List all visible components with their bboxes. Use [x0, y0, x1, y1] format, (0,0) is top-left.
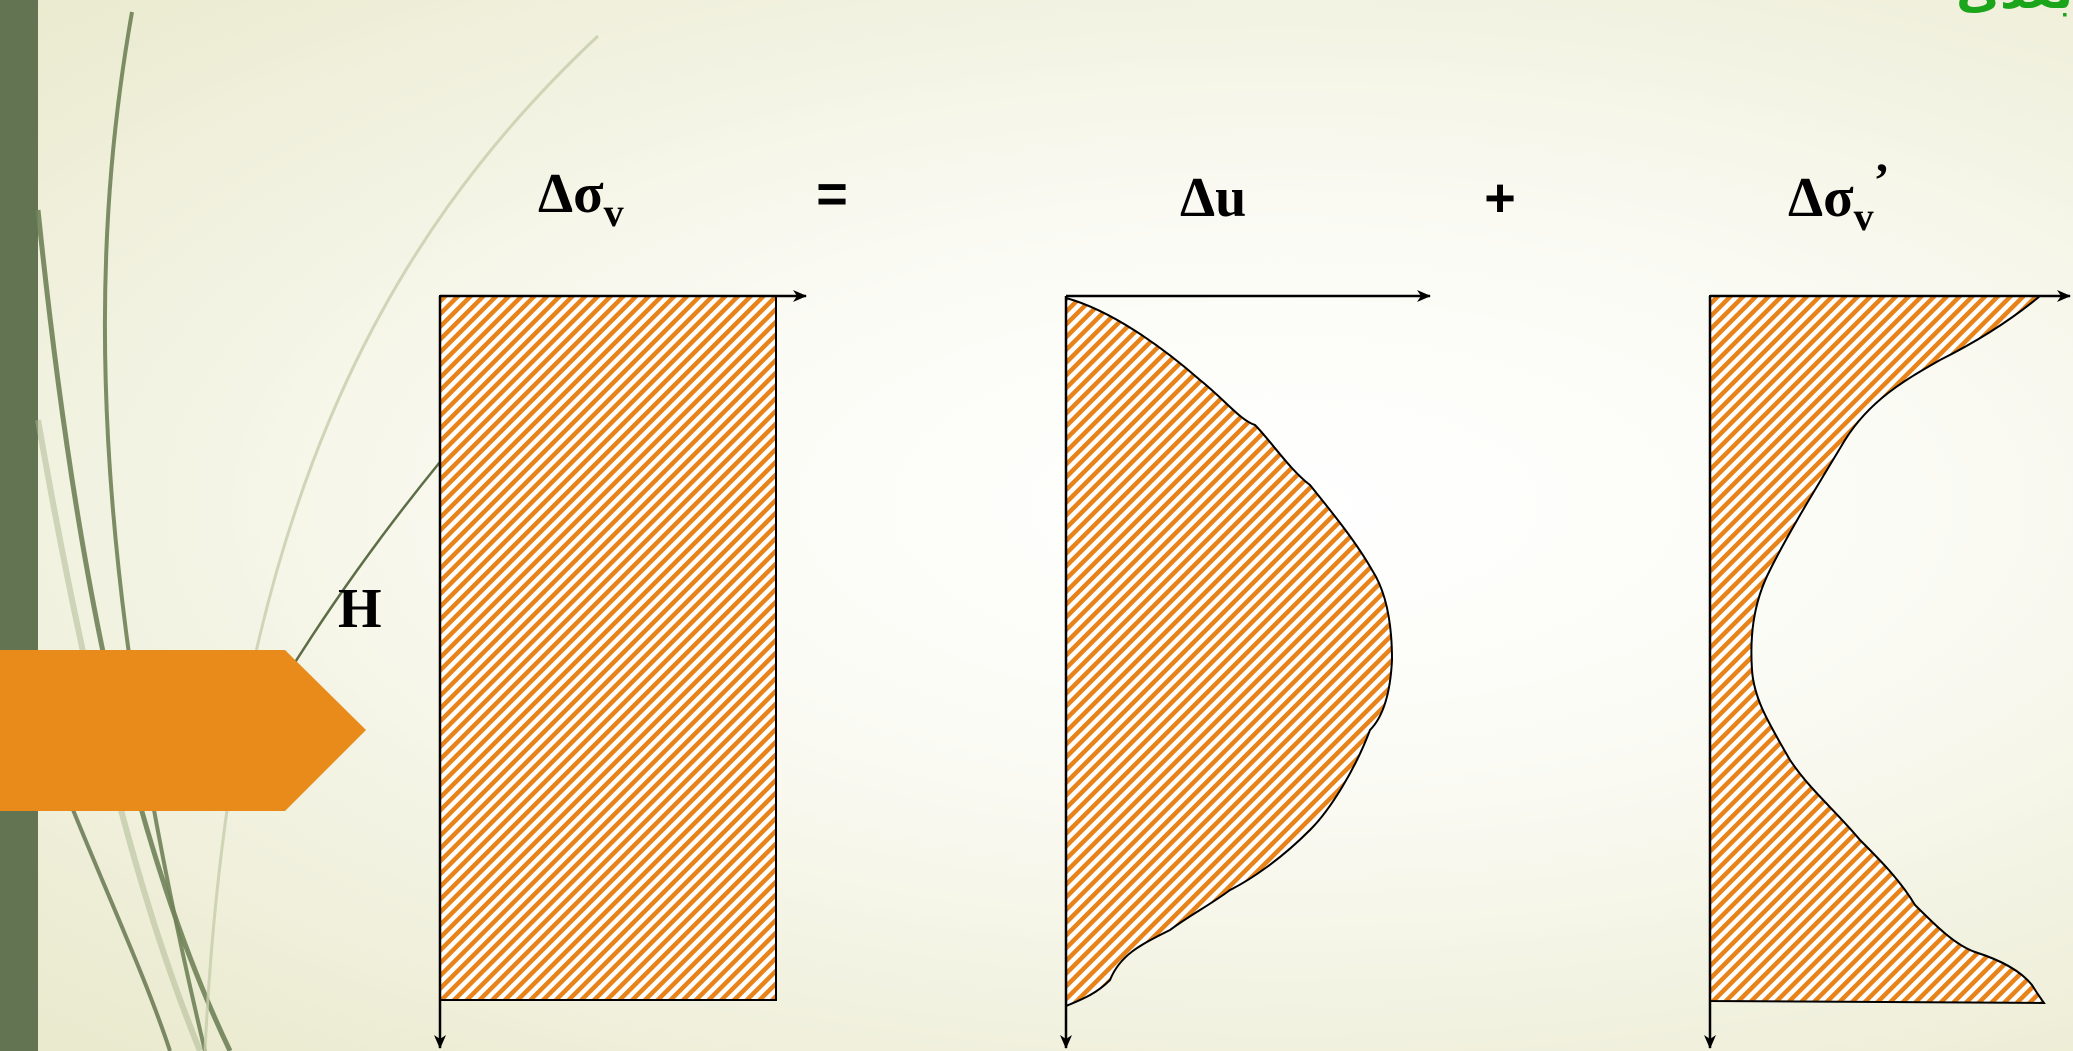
pore-pressure-region: [1066, 298, 1392, 1006]
left-sidebar-bar: [0, 0, 38, 1051]
diagram-total-stress: [440, 296, 806, 1048]
term-effective-stress-sub: v: [1854, 194, 1874, 239]
diagram-effective-stress: [1710, 296, 2070, 1048]
term-effective-stress: Δσv’: [1788, 154, 1890, 239]
effective-stress-region: [1710, 296, 2044, 1003]
plus-sign: +: [1484, 168, 1516, 228]
next-link-text[interactable]: بعدی: [1956, 0, 2073, 20]
term-effective-stress-main: Δσ: [1788, 167, 1854, 229]
equation-header: Δσv = Δu + Δσv’: [538, 154, 1890, 239]
term-pore-pressure: Δu: [1180, 167, 1246, 229]
term-total-stress: Δσv: [538, 163, 624, 235]
term-total-stress-main: Δσ: [538, 163, 604, 225]
total-stress-region: [440, 296, 776, 1000]
diagram-pore-pressure: [1066, 296, 1430, 1048]
deco-stroke-1: [105, 12, 205, 1051]
term-effective-stress-prime: ’: [1874, 154, 1890, 207]
depth-label-h: H: [338, 578, 382, 640]
deco-stroke-2: [38, 210, 230, 1051]
term-total-stress-sub: v: [604, 190, 624, 235]
orange-pentagon: [0, 650, 366, 811]
equals-sign: =: [816, 164, 848, 224]
